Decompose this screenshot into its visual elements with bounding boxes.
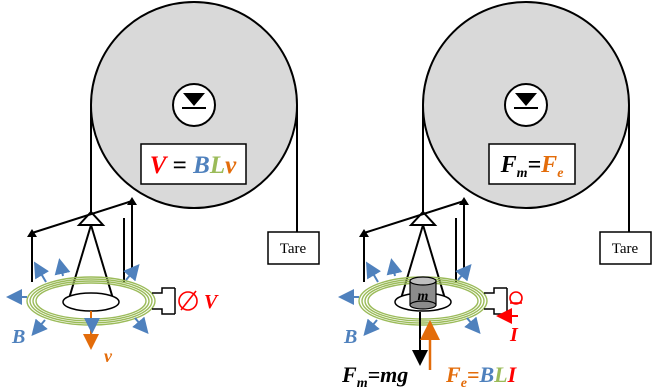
svg-text:Fm=Fe: Fm=Fe bbox=[500, 152, 564, 181]
velocity-symbol: v bbox=[225, 152, 237, 179]
knife-edge-pivot-icon bbox=[504, 83, 548, 127]
field-symbol: B bbox=[192, 152, 210, 179]
electromagnetic-force-symbol: F bbox=[540, 152, 557, 178]
tare-box: Tare bbox=[599, 231, 652, 265]
voltage-symbol: V bbox=[150, 152, 169, 179]
velocity-label: v bbox=[104, 346, 113, 366]
equals-sign: = bbox=[166, 152, 193, 179]
field-label: B bbox=[11, 326, 25, 348]
length-symbol: L bbox=[209, 152, 225, 179]
field-arrows bbox=[338, 258, 481, 337]
voltmeter-icon bbox=[152, 287, 198, 315]
svg-text:Tare: Tare bbox=[612, 241, 639, 257]
coil-hanger bbox=[363, 200, 465, 303]
induction-equation-box: V = BLv bbox=[140, 143, 247, 185]
electromagnetic-force-equation: Fe=BLI bbox=[445, 362, 518, 391]
field-arrows bbox=[6, 258, 149, 337]
mass-weight-icon: m bbox=[409, 276, 437, 310]
current-label: I bbox=[509, 324, 519, 346]
weight-equation: Fm=mg bbox=[341, 362, 408, 391]
knife-edge-pivot-icon bbox=[172, 83, 216, 127]
voltage-label: V bbox=[204, 291, 219, 313]
tare-box: Tare bbox=[267, 231, 320, 265]
svg-text:V = BLv: V = BLv bbox=[150, 152, 237, 179]
svg-text:m: m bbox=[418, 289, 429, 304]
coil-hanger bbox=[31, 200, 133, 303]
force-balance-equation-box: Fm=Fe bbox=[488, 143, 576, 185]
field-label: B bbox=[343, 326, 357, 348]
right-panel: Fm=Fe Tare bbox=[338, 1, 652, 391]
left-panel: V = BLv Tare bbox=[6, 1, 320, 366]
current-source-icon bbox=[484, 287, 523, 315]
weight-force-symbol: F bbox=[500, 152, 517, 178]
cone-base bbox=[62, 292, 120, 312]
svg-text:Tare: Tare bbox=[280, 241, 307, 257]
